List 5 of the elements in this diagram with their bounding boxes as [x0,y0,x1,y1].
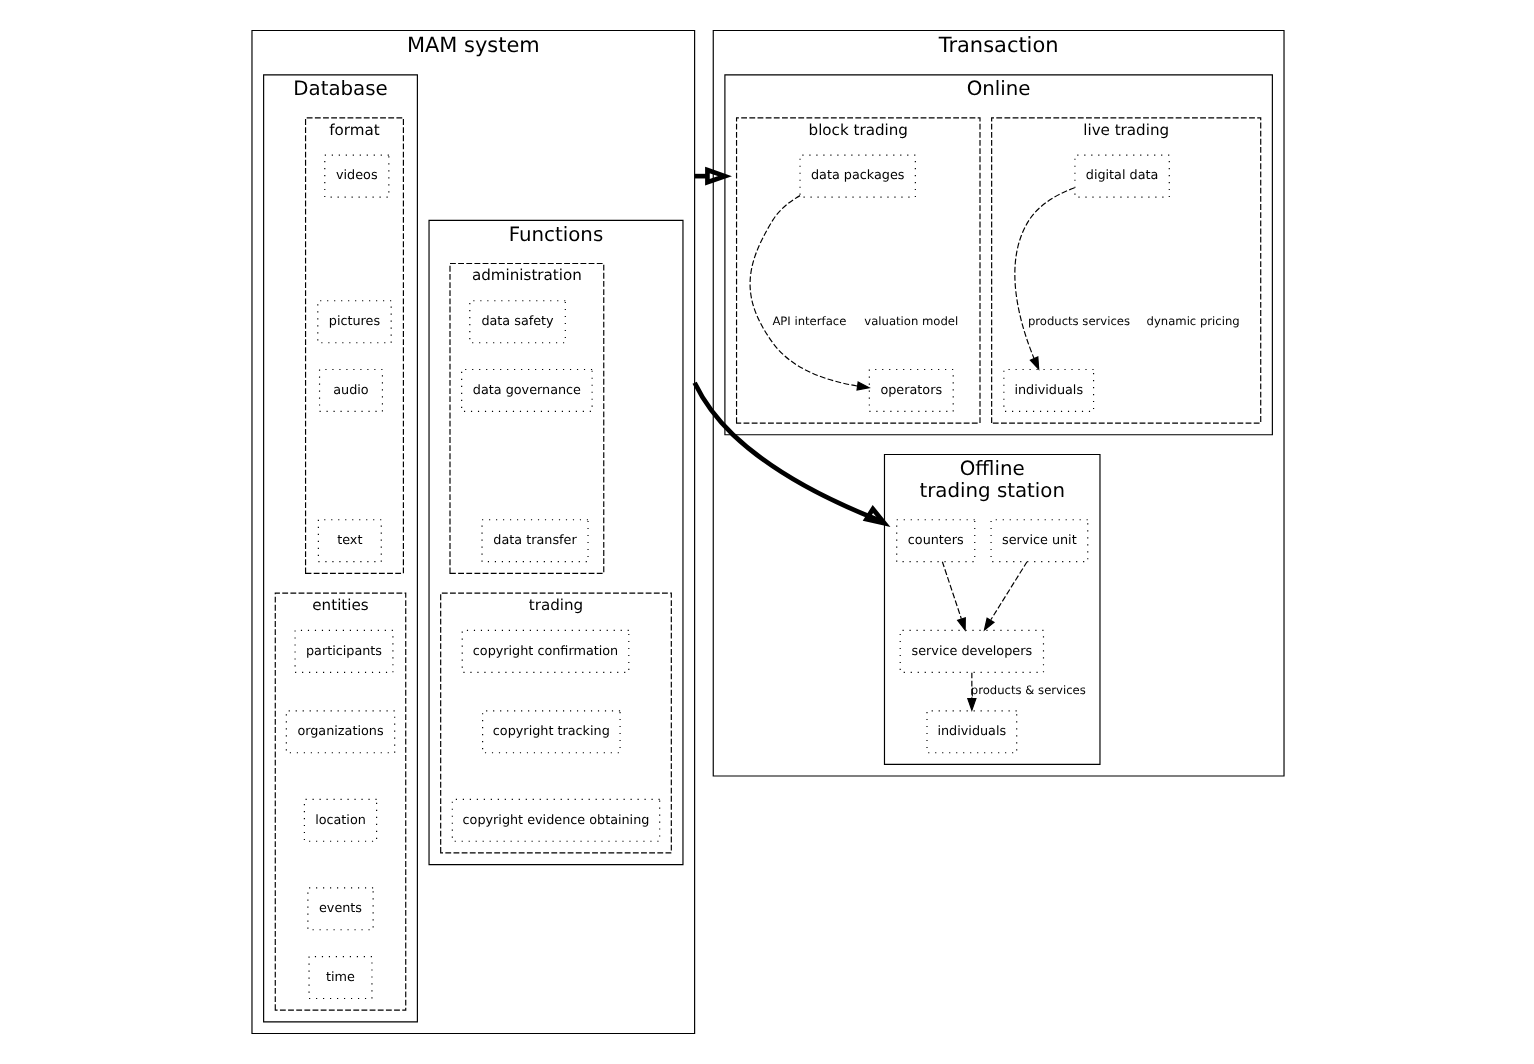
arrow [940,561,965,632]
arrow [748,195,870,391]
arrow [1013,187,1075,371]
arrow [982,561,1027,632]
arrow [691,381,890,528]
